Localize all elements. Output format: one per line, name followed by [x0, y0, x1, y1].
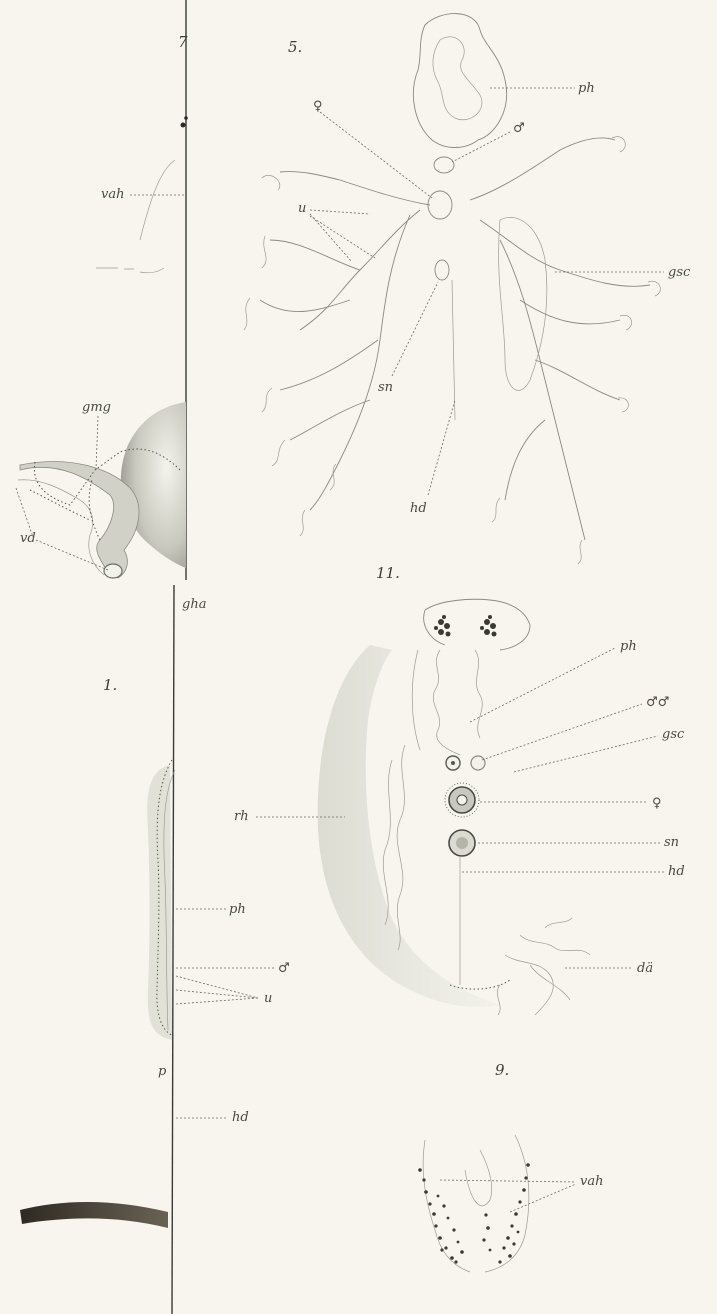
fig7-leader-gmg [96, 416, 98, 470]
fig11-rh-crescent [318, 645, 500, 1007]
fig7-dot-marker [181, 123, 186, 128]
fig11-sn-organ [449, 830, 475, 856]
fig1-leader-u-2 [176, 990, 258, 998]
fig11-label-hd: hd [668, 864, 685, 879]
fig11-eyespots [434, 615, 497, 637]
fig5-label-female: ♀ [313, 99, 323, 114]
fig9-outline-center [465, 1150, 492, 1206]
fig7-vd-opening [104, 564, 122, 578]
fig5-sn-organ [435, 260, 449, 280]
fig5-left-branches-fringe [244, 175, 336, 536]
fig7-label-vah: vah [101, 187, 124, 202]
fig5-hd-duct [452, 280, 455, 420]
fig11-leader-males [482, 704, 642, 760]
fig7-duct-outline [18, 480, 104, 575]
fig5-label-male: ♂ [513, 121, 525, 136]
fig5-label-gsc: gsc [668, 265, 691, 280]
fig5-leader-sn [392, 282, 438, 376]
fig7-gmg-bulb [121, 402, 186, 568]
fig5-left-branches [260, 172, 430, 510]
fig1-label-ph: ph [229, 902, 246, 917]
fig5-leader-female [320, 112, 432, 198]
fig5-leader-u-2 [310, 214, 352, 262]
fig9-leader-vah-2 [510, 1184, 576, 1212]
fig9-outline-right [485, 1135, 529, 1272]
fig11-da-branches [497, 918, 590, 1015]
figure-number-1: 1. [103, 676, 117, 694]
fig11-body-line [412, 650, 420, 750]
figure-number-9: 9. [495, 1061, 509, 1079]
fig11-female-organ [445, 783, 479, 817]
fig5-gsc-gland [499, 217, 547, 390]
fig1-label-hd: hd [232, 1110, 249, 1125]
fig1-leader-u-1 [176, 976, 258, 998]
fig9-pigment-dots [418, 1163, 530, 1263]
fig7-dash-stroke [96, 268, 164, 273]
fig5-right-branches-fringe [492, 137, 660, 564]
fig11-leader-ph [470, 648, 615, 722]
fig11-male-organ-1-core [451, 761, 455, 765]
fig5-leader-u-1 [310, 210, 370, 214]
fig1-dark-bar [20, 1202, 168, 1228]
fig11-body-dotted [450, 980, 510, 989]
fig11-label-males: ♂♂ [646, 695, 669, 710]
fig1-label-p: p [158, 1064, 167, 1079]
fig7-vah-outline [140, 160, 175, 240]
fig11-body-wave-left [397, 745, 405, 950]
fig1-body-shaded [147, 765, 172, 1040]
fig11-label-gsc: gsc [662, 727, 685, 742]
fig1-label-u: u [264, 991, 272, 1006]
fig9-leader-vah-1 [440, 1180, 576, 1182]
fig11-label-rh: rh [234, 809, 249, 824]
fig11-male-organ-2 [471, 756, 485, 770]
fig7-dot-marker-2 [184, 116, 188, 120]
fig5-pharynx [413, 14, 506, 148]
figure-number-11: 11. [376, 564, 400, 582]
label-gha: gha [182, 597, 206, 612]
fig11-label-ph: ph [620, 639, 637, 654]
fig5-male-organ [434, 157, 454, 173]
fig7-label-gmg: gmg [82, 400, 111, 415]
fig5-leader-hd [428, 400, 455, 495]
fig5-pharynx-inner [433, 37, 482, 120]
fig1-leader-u-3 [176, 998, 258, 1004]
fig11-label-sn: sn [664, 835, 679, 850]
fig9-label-vah: vah [580, 1174, 603, 1189]
fig5-label-u: u [298, 201, 306, 216]
fig5-label-sn: sn [378, 380, 393, 395]
fig5-female-organ [428, 191, 452, 219]
panel-divider-line-lower [172, 585, 174, 1314]
fig5-right-branches [470, 138, 650, 540]
fig5-label-hd: hd [410, 501, 427, 516]
fig11-label-da: dä [637, 961, 653, 976]
fig5-label-ph: ph [578, 81, 595, 96]
figure-number-5: 5. [288, 38, 302, 56]
fig11-pharynx [433, 650, 482, 755]
fig11-label-female: ♀ [652, 796, 662, 811]
figure-number-7: 7 [178, 33, 188, 51]
fig1-label-male: ♂ [278, 961, 290, 976]
